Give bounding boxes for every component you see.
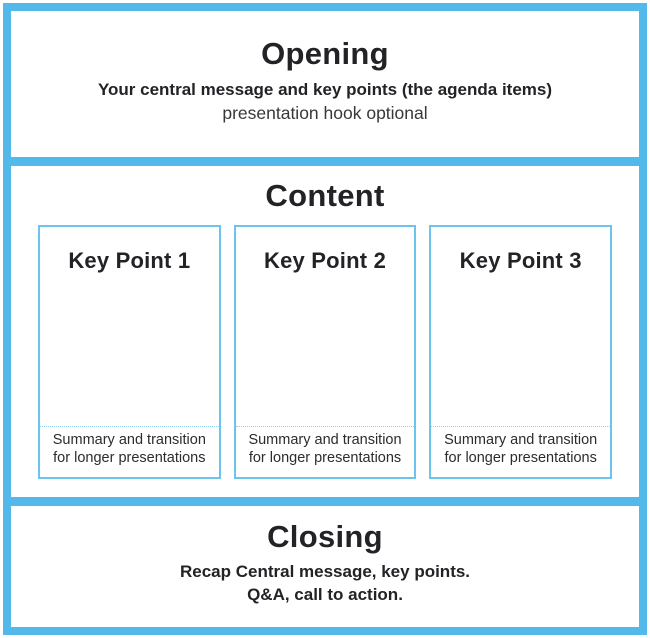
opening-subtitle: Your central message and key points (the… [97, 79, 553, 99]
closing-section: Closing Recap Central message, key point… [11, 506, 639, 627]
key-point-title: Key Point 1 [68, 247, 191, 273]
key-point-footer: Summary and transition for longer presen… [431, 425, 611, 477]
closing-lines: Recap Central message, key points. Q&A, … [11, 561, 639, 607]
key-point-footer: Summary and transition for longer presen… [235, 425, 415, 477]
section-divider [11, 157, 639, 166]
content-title: Content [265, 178, 385, 213]
key-point-box-1: Key Point 1 Summary and transition for l… [38, 224, 221, 479]
opening-section: Opening Your central message and key poi… [11, 11, 639, 157]
section-divider [11, 497, 639, 506]
opening-note: presentation hook optional [222, 102, 428, 123]
key-point-box-3: Key Point 3 Summary and transition for l… [429, 224, 613, 479]
key-point-body [40, 274, 219, 426]
opening-title: Opening [261, 36, 389, 71]
key-point-footer: Summary and transition for longer presen… [40, 425, 219, 477]
key-point-body [236, 274, 415, 426]
key-point-box-2: Key Point 2 Summary and transition for l… [233, 224, 417, 479]
key-point-body [431, 274, 610, 426]
key-point-title: Key Point 2 [264, 247, 387, 273]
closing-title: Closing [267, 519, 383, 554]
content-section: Content Key Point 1 Summary and transiti… [11, 166, 639, 497]
key-points-row: Key Point 1 Summary and transition for l… [38, 224, 613, 479]
key-point-title: Key Point 3 [459, 247, 582, 273]
presentation-structure-frame: Opening Your central message and key poi… [3, 3, 647, 635]
closing-line-1: Recap Central message, key points. [179, 561, 471, 581]
closing-line-2: Q&A, call to action. [247, 584, 403, 604]
